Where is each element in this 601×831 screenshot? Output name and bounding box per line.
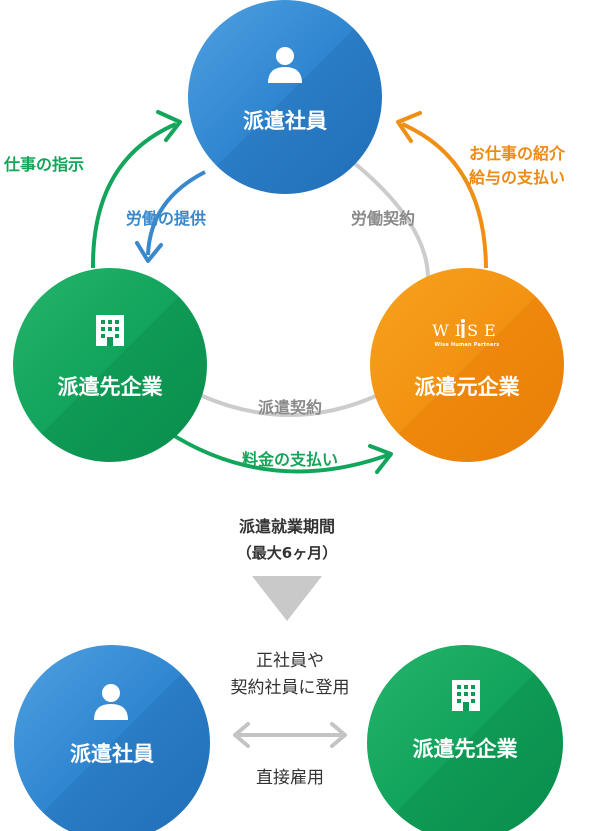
hire-label-line1: 正社員や <box>256 651 324 671</box>
client-circle <box>13 268 207 462</box>
building-icon <box>452 680 480 711</box>
wise-figure-mark <box>461 319 465 338</box>
work-instruction-arrow <box>90 122 177 269</box>
bottom-staff-circle <box>14 645 210 831</box>
labor-provision-arrowhead <box>135 241 163 263</box>
staff-circle <box>188 0 382 194</box>
building-icon <box>96 315 124 346</box>
dispatch-contract-line <box>199 393 379 417</box>
agency-circle <box>370 268 564 462</box>
job-referral-arrowhead <box>396 111 422 143</box>
fee-payment-label: 料金の支払い <box>241 450 339 469</box>
bottom-staff-label: 派遣社員 <box>70 742 154 766</box>
wise-logo-subtitle: Wise Human Partners <box>434 342 500 348</box>
job-referral-arrow <box>401 122 488 269</box>
work-instruction-label: 仕事の指示 <box>4 155 85 174</box>
staff-label: 派遣社員 <box>243 109 327 133</box>
dispatch-period-title: 派遣就業期間 <box>238 517 336 536</box>
bottom-client-circle <box>367 645 563 831</box>
job-referral-label: お仕事の紹介 <box>469 144 566 163</box>
bottom-client-label: 派遣先企業 <box>412 737 518 761</box>
down-arrow <box>252 576 322 621</box>
work-instruction-arrowhead <box>156 110 182 142</box>
labor-contract-label: 労働契約 <box>351 209 416 228</box>
hire-label-line2: 契約社員に登用 <box>230 678 350 698</box>
wise-logo-text: WISE <box>432 321 502 340</box>
fee-payment-arrowhead <box>368 444 393 474</box>
dispatch-contract-label: 派遣契約 <box>257 398 323 417</box>
dispatch-period-limit: （最大6ヶ月） <box>236 544 338 562</box>
labor-provision-label: 労働の提供 <box>126 209 207 228</box>
labor-contract-line <box>351 160 431 283</box>
labor-provision-arrow <box>146 170 206 256</box>
client-label: 派遣先企業 <box>57 375 163 399</box>
salary-payment-label: 給与の支払い <box>469 168 566 187</box>
person-icon <box>94 684 128 720</box>
direct-hire-double-arrow <box>233 722 347 748</box>
direct-hire-label: 直接雇用 <box>256 768 324 788</box>
fee-payment-arrow <box>166 430 389 474</box>
agency-label: 派遣元企業 <box>414 375 520 399</box>
person-icon <box>268 47 302 83</box>
